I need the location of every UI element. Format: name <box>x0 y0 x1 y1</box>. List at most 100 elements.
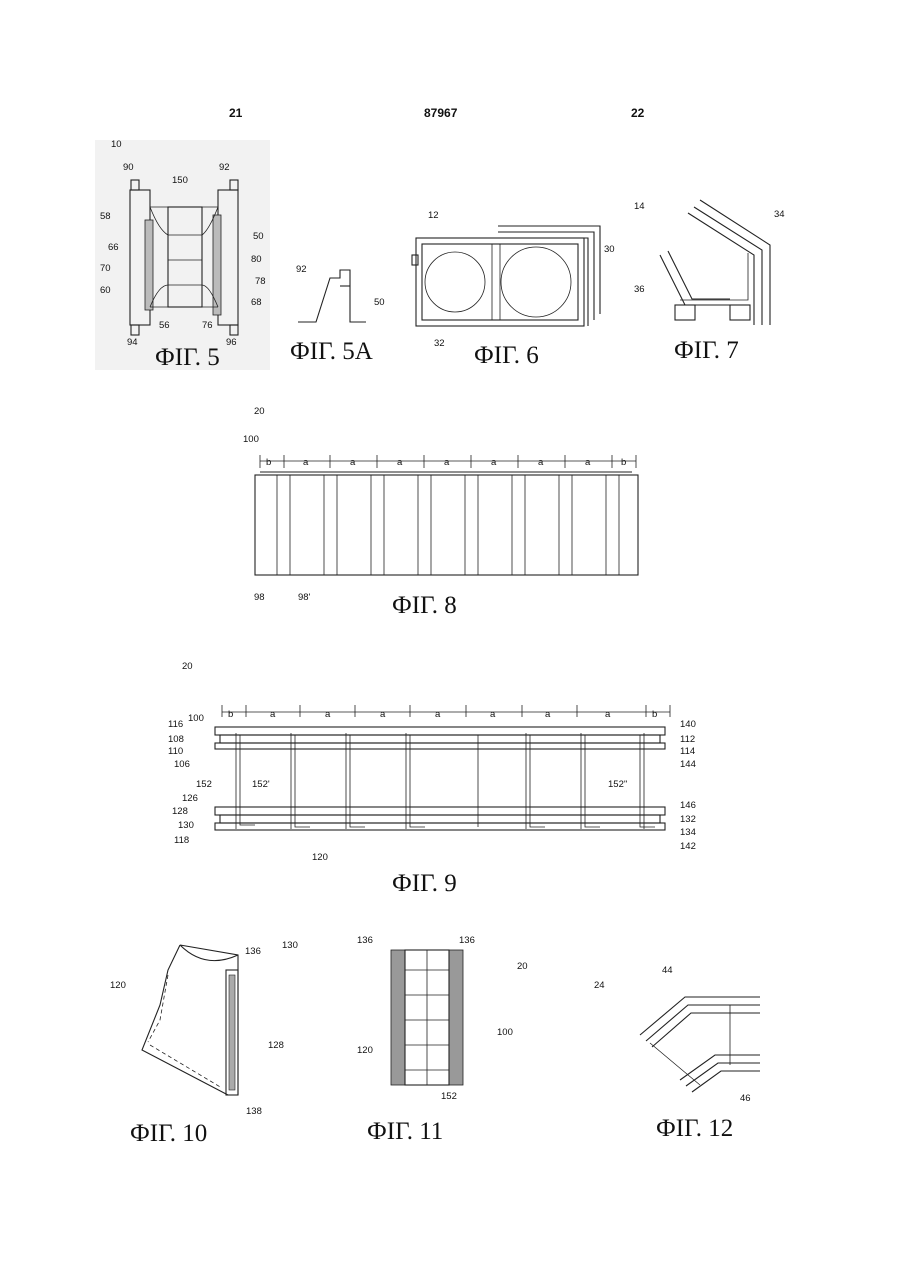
ref-140: 140 <box>680 719 696 730</box>
figure-12: 44 24 46 ФІГ. 12 <box>590 955 790 1155</box>
ref-76: 76 <box>202 320 213 331</box>
ref-146: 146 <box>680 800 696 811</box>
ref-58: 58 <box>100 211 111 222</box>
dim-a: a <box>545 709 551 720</box>
ref-24: 24 <box>594 980 605 991</box>
ref-130: 130 <box>178 820 194 831</box>
dim-a: a <box>585 457 591 468</box>
dim-a: a <box>435 709 441 720</box>
ref-66: 66 <box>108 242 119 253</box>
ref-100: 100 <box>243 434 259 445</box>
dim-a: a <box>490 709 496 720</box>
ref-126: 126 <box>182 793 198 804</box>
ref-108: 108 <box>168 734 184 745</box>
ref-114: 114 <box>680 746 695 757</box>
ref-106: 106 <box>174 759 190 770</box>
dim-a: a <box>350 457 356 468</box>
ref-128: 128 <box>172 806 188 817</box>
ref-46: 46 <box>740 1093 751 1104</box>
ref-152: 152 <box>441 1091 457 1102</box>
dim-a: a <box>538 457 544 468</box>
figure-5a-caption: ФІГ. 5А <box>290 338 373 366</box>
ref-92: 92 <box>296 264 307 275</box>
ref-136: 136 <box>245 946 261 957</box>
figure-5a: 92 50 ФІГ. 5А <box>288 250 398 370</box>
ref-10: 10 <box>111 139 122 150</box>
ref-50: 50 <box>253 231 264 242</box>
ref-78: 78 <box>255 276 266 287</box>
ref-152-prime: 152' <box>252 779 270 790</box>
ref-12: 12 <box>428 210 439 221</box>
figure-11-caption: ФІГ. 11 <box>367 1118 443 1146</box>
dim-a: a <box>270 709 276 720</box>
ref-34: 34 <box>774 209 785 220</box>
figure-11: 136 136 20 100 120 152 ФІГ. 11 <box>355 925 555 1150</box>
right-page-number: 22 <box>631 106 644 120</box>
ref-100: 100 <box>497 1027 513 1038</box>
ref-134: 134 <box>680 827 696 838</box>
ref-60: 60 <box>100 285 111 296</box>
ref-142: 142 <box>680 841 696 852</box>
figure-9-caption: ФІГ. 9 <box>392 870 457 898</box>
ref-150: 150 <box>172 175 188 186</box>
ref-118: 118 <box>174 835 189 846</box>
ref-136-left: 136 <box>357 935 373 946</box>
ref-96: 96 <box>226 337 237 348</box>
ref-94: 94 <box>127 337 138 348</box>
ref-50: 50 <box>374 297 385 308</box>
figure-10-caption: ФІГ. 10 <box>130 1120 207 1148</box>
ref-136-right: 136 <box>459 935 475 946</box>
dim-b-left: b <box>266 457 271 468</box>
ref-20: 20 <box>517 961 528 972</box>
ref-144: 144 <box>680 759 696 770</box>
figure-9: b a a a a a a a b 20 116 100 108 110 106… <box>160 655 730 900</box>
ref-90: 90 <box>123 162 134 173</box>
dim-a: a <box>380 709 386 720</box>
dim-a: a <box>397 457 403 468</box>
ref-20: 20 <box>182 661 193 672</box>
dim-a: a <box>444 457 450 468</box>
figure-6-caption: ФІГ. 6 <box>474 342 539 370</box>
ref-30: 30 <box>604 244 615 255</box>
ref-14: 14 <box>634 201 645 212</box>
ref-68: 68 <box>251 297 262 308</box>
dim-b-left: b <box>228 709 233 720</box>
ref-110: 110 <box>168 746 183 757</box>
ref-80: 80 <box>251 254 262 265</box>
ref-98-prime: 98' <box>298 592 311 603</box>
ref-132: 132 <box>680 814 696 825</box>
left-page-number: 21 <box>229 106 242 120</box>
figure-5: 10 90 92 150 58 66 70 60 94 56 76 96 50 … <box>95 135 275 375</box>
ref-56: 56 <box>159 320 170 331</box>
ref-152: 152 <box>196 779 212 790</box>
figure-5-drawing: 10 90 92 150 58 66 70 60 94 56 76 96 50 … <box>95 135 275 375</box>
figure-7: 14 34 36 ФІГ. 7 <box>630 195 805 375</box>
figure-7-caption: ФІГ. 7 <box>674 337 739 365</box>
figure-10: 136 130 120 128 138 ФІГ. 10 <box>110 930 310 1155</box>
ref-44: 44 <box>662 965 673 976</box>
ref-70: 70 <box>100 263 111 274</box>
figure-6: 12 30 32 ФІГ. 6 <box>408 200 618 375</box>
figure-8-caption: ФІГ. 8 <box>392 592 457 620</box>
ref-138: 138 <box>246 1106 262 1117</box>
dim-b-right: b <box>652 709 657 720</box>
ref-128: 128 <box>268 1040 284 1051</box>
dim-a: a <box>325 709 331 720</box>
ref-120: 120 <box>357 1045 373 1056</box>
ref-100: 100 <box>188 713 204 724</box>
figure-5-caption: ФІГ. 5 <box>155 344 220 372</box>
ref-92: 92 <box>219 162 230 173</box>
ref-20: 20 <box>254 406 265 417</box>
ref-120: 120 <box>312 852 328 863</box>
ref-32: 32 <box>434 338 445 349</box>
figure-9-drawing: b a a a a a a a b 20 116 100 108 110 106… <box>160 655 730 900</box>
ref-130: 130 <box>282 940 298 951</box>
figure-8: b a a a a a a a b 20 100 98 98' ФІГ. 8 <box>240 400 660 625</box>
ref-152-double-prime: 152'' <box>608 779 628 790</box>
ref-112: 112 <box>680 734 695 745</box>
ref-120: 120 <box>110 980 126 991</box>
dim-a: a <box>303 457 309 468</box>
figure-12-caption: ФІГ. 12 <box>656 1115 733 1143</box>
patent-number: 87967 <box>424 106 457 120</box>
ref-98: 98 <box>254 592 265 603</box>
